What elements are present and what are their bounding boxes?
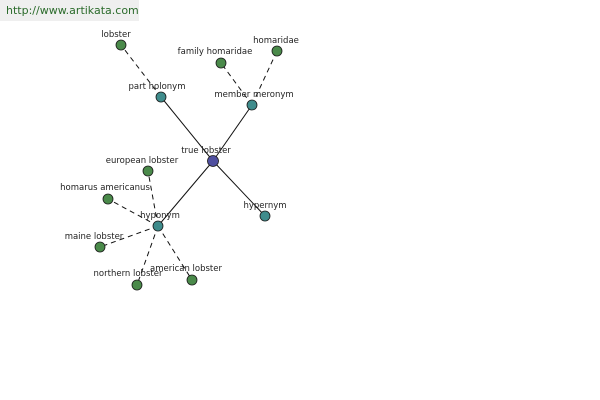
node-family-homaridae[interactable] [215, 57, 227, 69]
edge-hyponym-to-homarus-americanus [107, 198, 159, 227]
node-label-american-lobster: american lobster [150, 264, 222, 274]
edge-hyponym-to-european-lobster [147, 170, 159, 227]
edge-true-lobster-to-hyponym [157, 160, 214, 227]
node-label-hyponym: hyponym [140, 211, 180, 221]
edge-true-lobster-to-part-holonym [160, 96, 214, 162]
edge-hyponym-to-maine-lobster [99, 225, 159, 248]
graph-labels: true lobster part holonym member meronym hy… [60, 30, 299, 279]
node-part-holonym[interactable] [155, 91, 167, 103]
node-label-part-holonym: part holonym [129, 82, 186, 92]
node-label-european-lobster: european lobster [106, 156, 179, 166]
node-hyponym[interactable] [152, 220, 164, 232]
node-label-member-meronym: member meronym [214, 90, 293, 100]
edge-true-lobster-to-hypernym [212, 160, 266, 217]
edge-true-lobster-to-member-meronym [212, 104, 253, 162]
node-label-family-homaridae: family homaridae [178, 47, 253, 57]
node-label-hypernym: hypernym [243, 201, 286, 211]
node-label-maine-lobster: maine lobster [65, 232, 124, 242]
node-label-homarus-americanus: homarus americanus [60, 183, 150, 193]
node-northern-lobster[interactable] [131, 279, 143, 291]
node-european-lobster[interactable] [142, 165, 154, 177]
graph-edges [99, 44, 278, 286]
node-maine-lobster[interactable] [94, 241, 106, 253]
node-american-lobster[interactable] [186, 274, 198, 286]
node-label-northern-lobster: northern lobster [94, 269, 163, 279]
node-hypernym[interactable] [259, 210, 271, 222]
edge-hyponym-to-northern-lobster [136, 225, 159, 286]
node-label-lobster: lobster [101, 30, 131, 40]
edge-member-meronym-to-homaridae [251, 50, 278, 106]
node-member-meronym[interactable] [246, 99, 258, 111]
node-homarus-americanus[interactable] [102, 193, 114, 205]
edge-part-holonym-to-lobster [120, 44, 162, 98]
node-label-true-lobster: true lobster [181, 146, 231, 156]
node-homaridae[interactable] [271, 45, 283, 57]
node-label-homaridae: homaridae [253, 36, 299, 46]
node-true-lobster[interactable] [207, 155, 219, 167]
node-lobster[interactable] [115, 39, 127, 51]
site-url-link[interactable]: http://www.artikata.com [0, 0, 139, 21]
edge-hyponym-to-american-lobster [157, 225, 193, 281]
graph-nodes [94, 39, 283, 291]
